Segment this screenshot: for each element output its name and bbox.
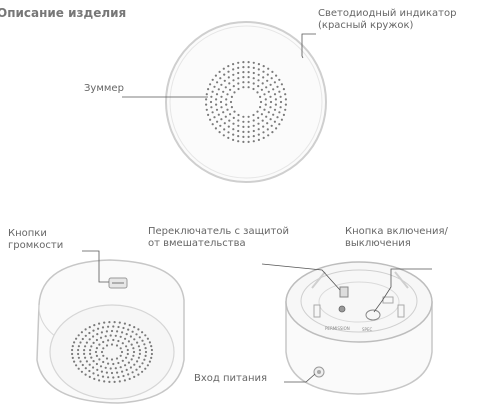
engraving-text-1: PERMISSION: [325, 326, 350, 331]
rear-view-device: PERMISSION SPEC: [286, 262, 432, 394]
front-view-device: [37, 260, 184, 403]
engraving-text-2: SPEC: [362, 327, 372, 332]
tamper-switch: [340, 287, 348, 297]
